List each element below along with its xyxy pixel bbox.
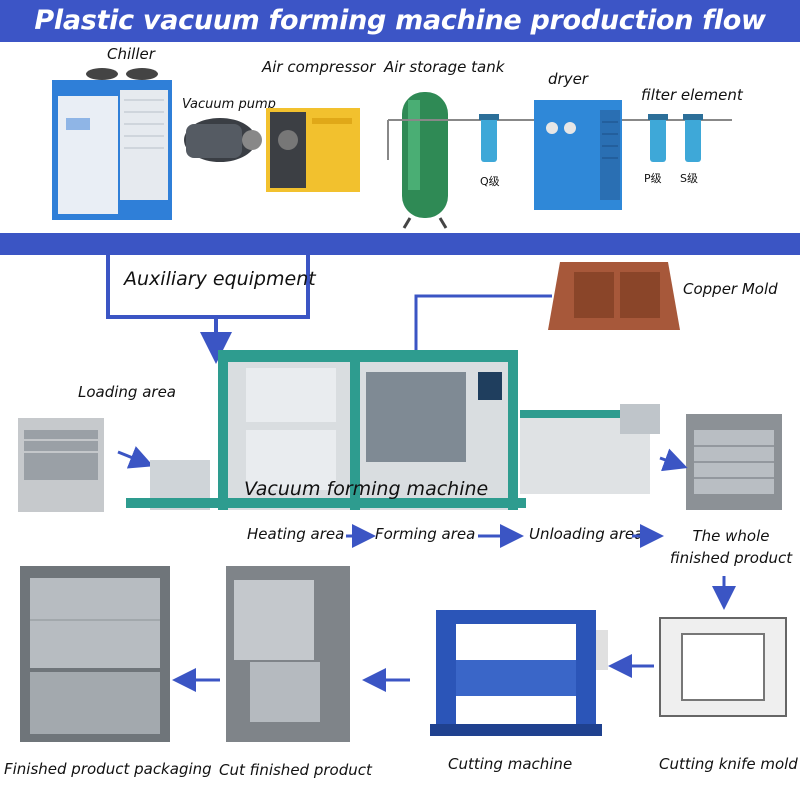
whole-finished-product-label: The whole finished product	[669, 527, 793, 567]
unloading-area-label: Unloading area	[529, 525, 644, 543]
filter-p-label: P级	[644, 172, 662, 185]
auxiliary-equipment-box	[106, 255, 310, 319]
vacuum-pump-label: Vacuum pump	[182, 97, 276, 112]
filter-p-image	[648, 114, 668, 162]
cut-finished-product-label: Cut finished product	[219, 761, 372, 779]
filter-s-image	[683, 114, 703, 162]
finished-product-packaging-image	[20, 566, 170, 742]
loading-area-image	[18, 418, 104, 512]
chiller-image	[52, 68, 172, 220]
cutting-knife-mold-label: Cutting knife mold	[659, 755, 798, 773]
filter-q-image	[479, 114, 499, 162]
filter-element-label: filter element	[641, 86, 743, 104]
dryer-image	[534, 100, 622, 210]
loading-area-label: Loading area	[78, 383, 176, 401]
chiller-label: Chiller	[107, 45, 155, 63]
title-banner	[0, 0, 800, 42]
cutting-machine-label: Cutting machine	[448, 755, 573, 773]
section-divider-band	[0, 233, 800, 255]
loading-arrow	[117, 446, 154, 469]
forming-area-label: Forming area	[375, 525, 476, 543]
auxiliary-equipment-label: Auxiliary equipment	[124, 268, 316, 290]
air-compressor-image	[266, 108, 360, 192]
vacuum-pump-image	[184, 118, 262, 162]
copper-mold-image	[548, 262, 680, 330]
filter-s-label: S级	[680, 172, 698, 185]
dryer-label: dryer	[548, 70, 588, 88]
vacuum-forming-machine-image	[126, 350, 660, 510]
finished-product-packaging-label: Finished product packaging	[4, 760, 212, 778]
air-compressor-label: Air compressor	[262, 58, 376, 76]
machine-to-finished-arrow	[659, 448, 688, 472]
cutting-machine-image	[430, 610, 608, 736]
copper-mold-label: Copper Mold	[683, 280, 778, 298]
air-storage-tank-label: Air storage tank	[384, 58, 505, 76]
heating-area-label: Heating area	[247, 525, 345, 543]
filter-q-label: Q级	[480, 175, 500, 188]
whole-finished-product-image	[686, 414, 782, 510]
page-title: Plastic vacuum forming machine productio…	[34, 5, 766, 78]
air-storage-tank-image	[402, 92, 448, 229]
cut-finished-product-image	[226, 566, 350, 742]
cutting-knife-mold-image	[659, 617, 787, 717]
vacuum-forming-machine-label: Vacuum forming machine	[244, 478, 489, 500]
